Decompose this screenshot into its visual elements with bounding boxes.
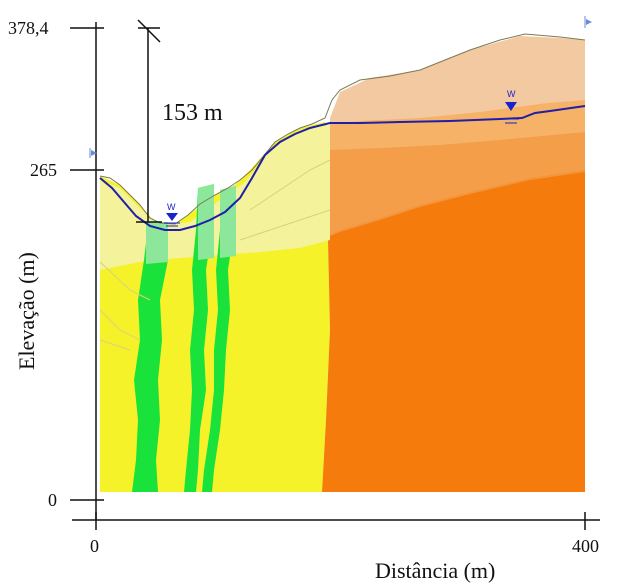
green-band-3-upper	[220, 186, 236, 258]
height-label: 153 m	[162, 100, 223, 126]
left-boundary-marker	[89, 148, 97, 158]
water-marker-label: W	[167, 202, 176, 212]
x-axis-title: Distância (m)	[375, 558, 495, 583]
height-top-cross-a	[137, 19, 161, 43]
water-level-marker-valley: W	[164, 202, 180, 227]
y-tick-label-265: 265	[30, 160, 57, 180]
green-band-1-upper	[146, 222, 168, 264]
water-marker-label: W	[507, 89, 516, 99]
y-tick-label-0: 0	[48, 490, 57, 510]
green-band-2	[184, 184, 214, 492]
water-table-line	[99, 105, 586, 231]
x-tick-label-0: 0	[90, 536, 99, 556]
right-boundary-marker	[584, 16, 592, 28]
orange-transition	[330, 132, 585, 236]
y-tick-label-378: 378,4	[8, 18, 49, 38]
green-band-1	[132, 226, 168, 492]
peach-unit	[330, 36, 585, 124]
section-line	[99, 159, 331, 351]
x-tick-label-400: 400	[572, 536, 599, 556]
y-axis-title: Elevação (m)	[14, 252, 39, 370]
terrain-surface	[99, 33, 586, 225]
green-band-3	[202, 186, 236, 492]
water-level-marker-right: W	[503, 89, 519, 124]
